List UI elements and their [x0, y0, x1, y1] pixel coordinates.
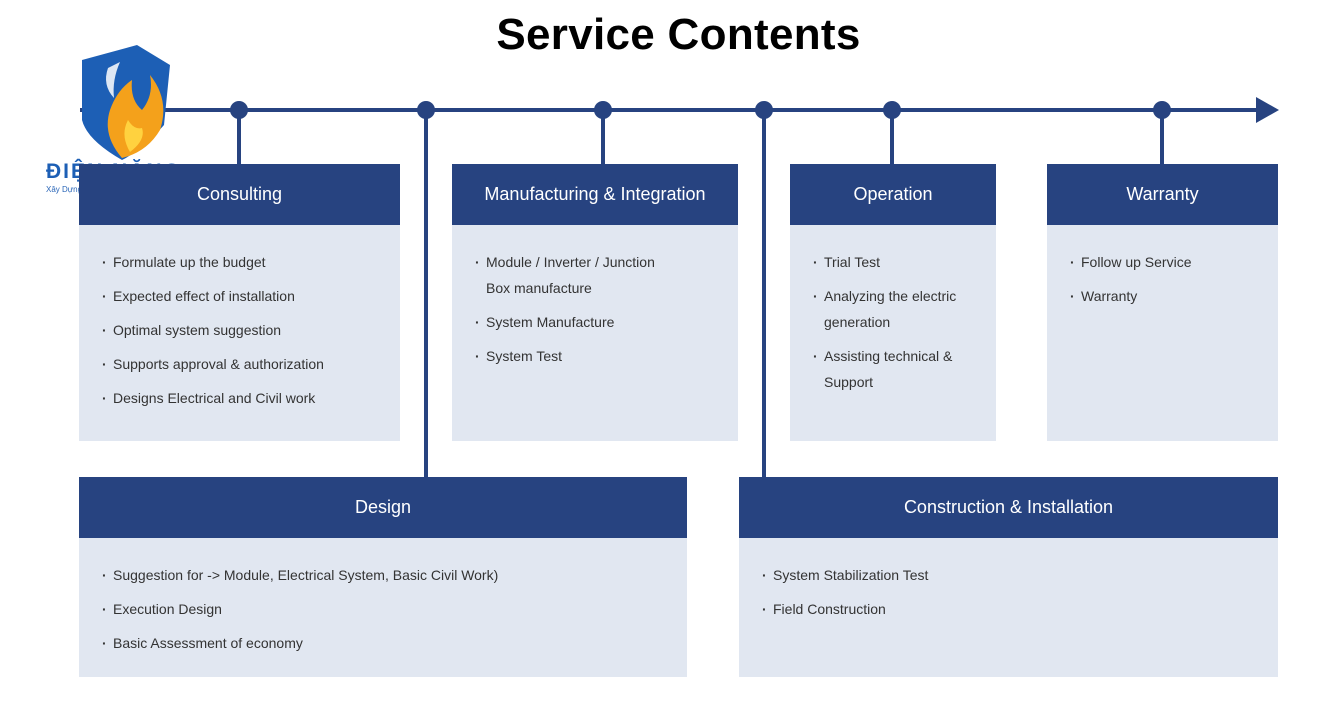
list-item: Analyzing the electric generation	[813, 283, 964, 335]
list-item: Supports approval & authorization	[102, 351, 400, 377]
card-header: Warranty	[1047, 164, 1278, 225]
page-title: Service Contents	[496, 10, 861, 59]
list-item: Basic Assessment of economy	[102, 630, 687, 656]
list-item: Trial Test	[813, 249, 996, 275]
card-manufacturing-integration: Manufacturing & Integration Module / Inv…	[452, 164, 738, 441]
list-item: Optimal system suggestion	[102, 317, 400, 343]
list-item: Field Construction	[762, 596, 1278, 622]
list-item: System Test	[475, 343, 738, 369]
list-item: System Stabilization Test	[762, 562, 1278, 588]
list-item: Formulate up the budget	[102, 249, 400, 275]
list-item: Execution Design	[102, 596, 687, 622]
list-item: Expected effect of installation	[102, 283, 400, 309]
list-item: Warranty	[1070, 283, 1278, 309]
list-item: Suggestion for -> Module, Electrical Sys…	[102, 562, 687, 588]
list-item: Designs Electrical and Civil work	[102, 385, 400, 411]
list-item: Module / Inverter / Junction Box manufac…	[475, 249, 661, 301]
card-warranty: Warranty Follow up Service Warranty	[1047, 164, 1278, 441]
card-construction-installation: Construction & Installation System Stabi…	[739, 477, 1278, 677]
shield-flame-icon	[82, 45, 170, 160]
card-header: Consulting	[79, 164, 400, 225]
card-design: Design Suggestion for -> Module, Electri…	[79, 477, 687, 677]
card-header: Design	[79, 477, 687, 538]
card-header: Operation	[790, 164, 996, 225]
card-header: Manufacturing & Integration	[452, 164, 738, 225]
list-item: System Manufacture	[475, 309, 738, 335]
card-header: Construction & Installation	[739, 477, 1278, 538]
card-operation: Operation Trial Test Analyzing the elect…	[790, 164, 996, 441]
list-item: Follow up Service	[1070, 249, 1278, 275]
card-consulting: Consulting Formulate up the budget Expec…	[79, 164, 400, 441]
list-item: Assisting technical & Support	[813, 343, 964, 395]
